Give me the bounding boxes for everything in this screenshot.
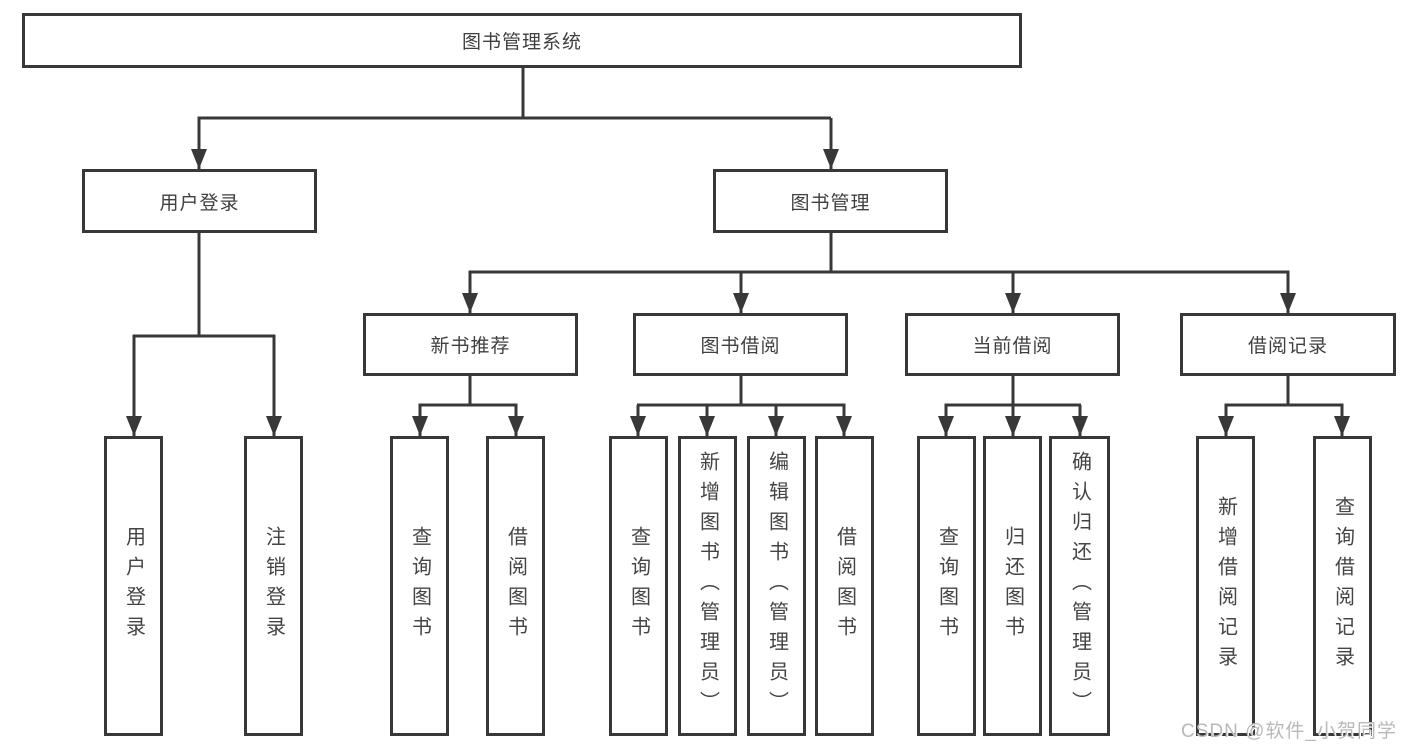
node-current-borrow-label: 当前借阅 [972,336,1053,357]
leaf-br-add-record: 新增借阅记录 [1196,436,1255,736]
leaf-cb-confirm-return-admin-label: 确认归还（管理员） [1068,451,1091,721]
leaf-bb-add-books-admin: 新增图书（管理员） [678,436,737,736]
leaf-bb-query-books: 查询图书 [609,436,668,736]
leaf-bb-edit-books-admin: 编辑图书（管理员） [747,436,806,736]
node-borrow-records-label: 借阅记录 [1247,336,1328,357]
leaf-logout: 注销登录 [244,436,303,736]
leaf-cb-query-books: 查询图书 [917,436,976,736]
csdn-watermark: CSDN @软件_小贺同学 [1181,721,1397,742]
node-book-management: 图书管理 [713,169,948,233]
node-book-management-label: 图书管理 [790,192,871,214]
node-borrow-records: 借阅记录 [1180,313,1396,376]
leaf-bb-borrow-books: 借阅图书 [815,436,874,736]
node-new-book-recommend-label: 新书推荐 [430,336,511,357]
leaf-br-add-record-label: 新增借阅记录 [1214,496,1237,676]
leaf-cb-return-books: 归还图书 [983,436,1042,736]
leaf-nbr-borrow-books-label: 借阅图书 [504,526,527,646]
leaf-br-query-record: 查询借阅记录 [1313,436,1372,736]
node-user-login: 用户登录 [82,169,317,233]
node-book-borrow: 图书借阅 [633,313,848,376]
node-user-login-label: 用户登录 [159,192,240,214]
leaf-nbr-borrow-books: 借阅图书 [486,436,545,736]
leaf-bb-add-books-admin-label: 新增图书（管理员） [696,451,719,721]
node-new-book-recommend: 新书推荐 [363,313,578,376]
leaf-bb-query-books-label: 查询图书 [627,526,650,646]
leaf-bb-borrow-books-label: 借阅图书 [833,526,856,646]
leaf-cb-query-books-label: 查询图书 [935,526,958,646]
leaf-bb-edit-books-admin-label: 编辑图书（管理员） [765,451,788,721]
leaf-user-login-label: 用户登录 [122,526,145,646]
leaf-cb-return-books-label: 归还图书 [1001,526,1024,646]
leaf-logout-label: 注销登录 [262,526,285,646]
leaf-nbr-query-books-label: 查询图书 [408,526,431,646]
leaf-br-query-record-label: 查询借阅记录 [1331,496,1354,676]
leaf-nbr-query-books: 查询图书 [390,436,449,736]
node-book-borrow-label: 图书借阅 [700,336,781,357]
node-root: 图书管理系统 [22,13,1022,68]
node-root-label: 图书管理系统 [461,32,582,53]
leaf-cb-confirm-return-admin: 确认归还（管理员） [1049,436,1110,736]
node-current-borrow: 当前借阅 [905,313,1120,376]
leaf-user-login: 用户登录 [104,436,163,736]
